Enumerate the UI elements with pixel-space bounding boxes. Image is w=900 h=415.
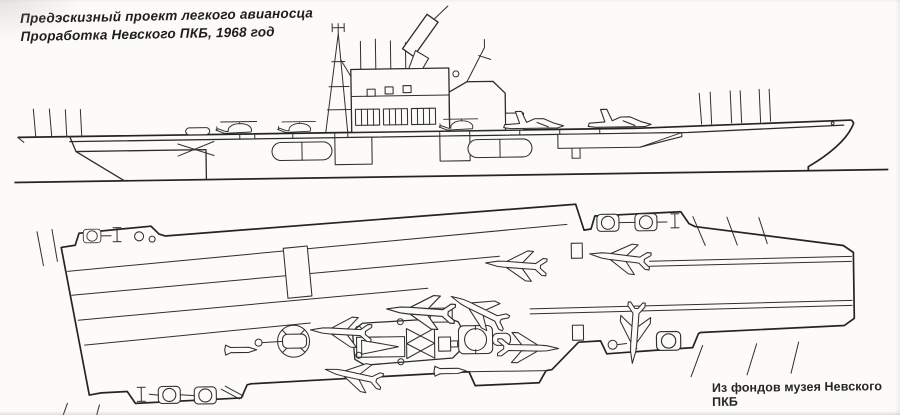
deck-outline <box>60 203 856 405</box>
island-superstructure-side <box>325 5 525 134</box>
archive-caption: Из фондов музея Невского ПКБ <box>711 379 883 409</box>
star-antenna <box>405 327 436 360</box>
gun-sponson-starboard-forward <box>607 330 682 352</box>
deck-trolley <box>571 324 585 341</box>
jet-side <box>587 108 652 128</box>
gun-sponson-port-forward <box>596 213 680 232</box>
hull-profile <box>17 119 855 182</box>
bow-antenna-masts <box>698 88 772 125</box>
gun-sponson-port-quarter <box>82 227 156 244</box>
jet-plan <box>483 247 549 283</box>
radar-antenna <box>401 13 439 58</box>
deck-trolley <box>570 242 583 259</box>
jet-plan <box>587 238 653 277</box>
helicopter-plan <box>254 324 311 358</box>
deck-edge-antennas <box>36 216 800 415</box>
gun-sponson-starboard-quarter <box>136 385 244 405</box>
deck-aircraft-plan <box>224 238 653 397</box>
deck-plan-view <box>36 203 856 415</box>
missile-plan <box>433 365 467 377</box>
funnel <box>464 328 488 352</box>
catapult-tracks <box>529 255 853 315</box>
sea-waterline <box>14 168 889 184</box>
side-profile-view <box>14 5 889 184</box>
helicopter-side <box>277 120 317 134</box>
stern-antenna-masts <box>32 108 83 138</box>
helicopter-side <box>215 120 258 134</box>
angled-deck-markings <box>67 223 568 346</box>
hull-side-fittings <box>177 127 683 166</box>
drawing-title: Предэскизный проект легкого авианосца Пр… <box>20 4 314 46</box>
ship-boats <box>354 107 437 126</box>
aft-elevator <box>282 245 313 299</box>
missile-plan <box>224 344 258 356</box>
